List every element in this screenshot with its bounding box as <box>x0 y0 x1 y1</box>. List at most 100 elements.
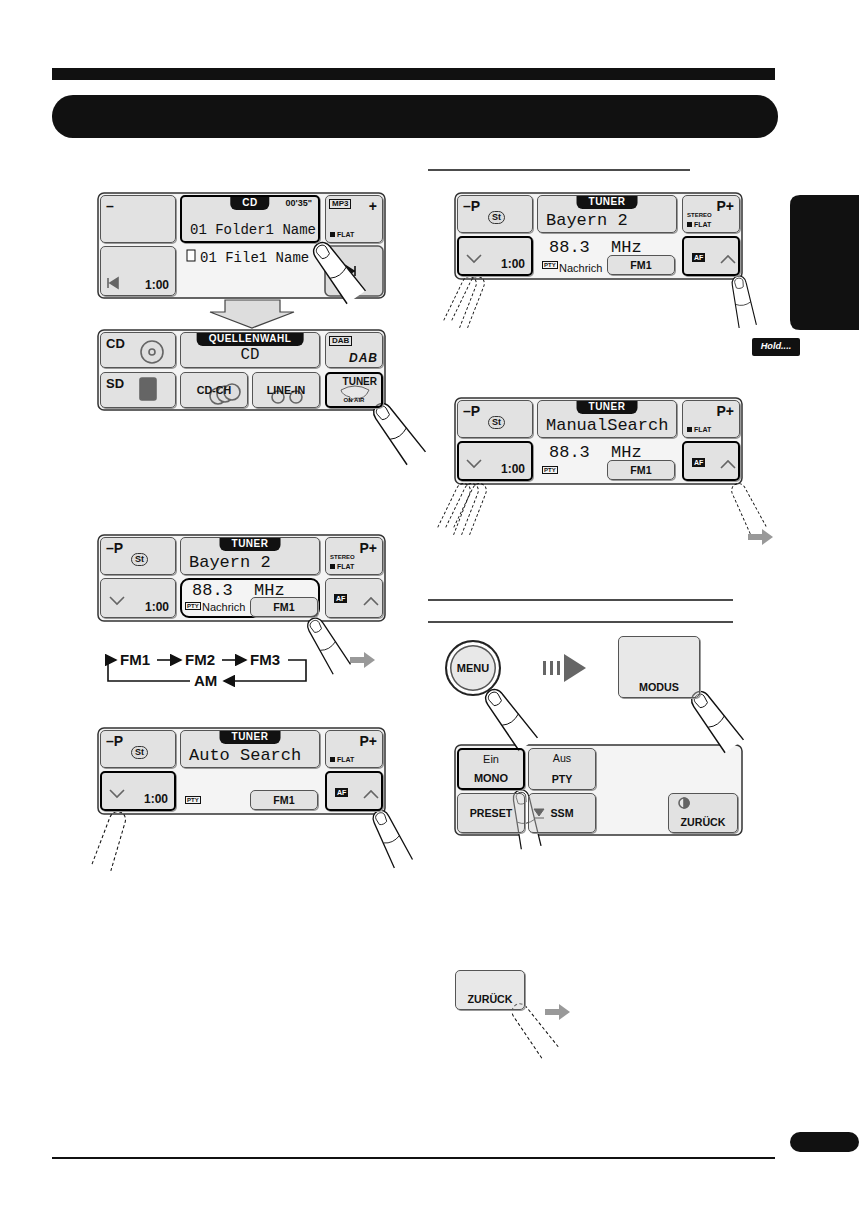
button-label: Nachrich <box>202 602 245 613</box>
screen-button: AF <box>682 441 740 481</box>
button-label: St <box>488 211 505 224</box>
button-label: St <box>131 553 148 566</box>
button-label: QUELLENWAHL <box>197 333 304 346</box>
button-label: CD <box>181 348 319 364</box>
button-label: TUNER <box>577 401 638 414</box>
screen-button: FM1 <box>607 255 675 275</box>
screen-panels <box>98 193 742 835</box>
button-label: TUNER <box>220 731 281 744</box>
screen-button: P+STEREOFLAT <box>682 195 740 233</box>
button-label: ManualSearch <box>546 417 668 434</box>
button-label: 1:00 <box>145 279 169 291</box>
page-frame <box>52 68 859 1158</box>
screen-button: 88.3MHzPTYNachrichFM1 <box>180 578 320 618</box>
screen-button: P+ FLAT <box>325 730 383 768</box>
button-label: STEREO <box>687 212 712 218</box>
button-label: –P <box>463 199 480 213</box>
screen-text: MHz <box>611 239 642 256</box>
screen-button: EinMONO <box>457 748 525 790</box>
button-label: FM1 <box>608 260 674 271</box>
button-label: + <box>369 199 377 213</box>
screen-button: P+FLAT <box>682 400 740 438</box>
button-label: –P <box>106 541 123 555</box>
screen-button: AF <box>682 236 740 276</box>
screen-button: CD00'35"01 Folder1 Name <box>180 195 320 243</box>
screen-button: –P St <box>100 537 176 575</box>
screen-button: ZURÜCK <box>455 970 525 1010</box>
button-label: St <box>131 746 148 759</box>
button-label: 1:00 <box>501 463 525 475</box>
button-label: 88.3 <box>192 582 233 599</box>
screen-button: PRESET <box>457 793 525 833</box>
button-label: SSM <box>529 808 595 819</box>
button-label: PTY <box>185 602 201 610</box>
screen-text: 01 File1 Name <box>200 251 309 265</box>
button-label: FLAT <box>330 756 354 763</box>
screen-button: TUNER ManualSearch <box>537 400 677 438</box>
screen-button: TUNERBayern 2 <box>537 195 677 233</box>
button-label: PTY <box>529 774 595 785</box>
button-label: TUNER <box>343 377 377 387</box>
button-label: P+ <box>359 734 377 748</box>
button-label: 1:00 <box>145 601 169 613</box>
screen-text: FM3 <box>250 652 280 667</box>
screen-text: AM <box>194 673 217 688</box>
button-label: Bayern 2 <box>189 554 271 571</box>
screen-text: 88.3 <box>549 444 590 461</box>
screen-text: FM2 <box>185 652 215 667</box>
button-label: ZURÜCK <box>456 994 524 1005</box>
screen-icons <box>108 246 735 818</box>
button-label: AF <box>334 594 347 603</box>
button-label: Ein <box>459 754 523 765</box>
screen-text: PTY <box>542 466 558 474</box>
screen-text: Nachrich <box>559 263 602 274</box>
button-label: CD <box>106 337 125 350</box>
button-label: 1:00 <box>501 258 525 270</box>
screen-button: FM1 <box>250 597 318 617</box>
screen-button: Hold.... <box>752 338 800 356</box>
screen-button: P+STEREOFLAT <box>325 537 383 575</box>
screen-button: –P St <box>100 730 176 768</box>
button-label: Aus <box>529 753 595 764</box>
button-label: STEREO <box>330 554 355 560</box>
screen-button: –P St <box>457 195 533 233</box>
button-label: LINE-IN <box>253 385 319 396</box>
screen-button: FM1 <box>250 790 318 810</box>
button-label: PRESET <box>458 808 524 819</box>
button-label: P+ <box>716 404 734 418</box>
screen-button: TUNERBayern 2 <box>180 537 320 575</box>
button-label: 1:00 <box>144 793 168 805</box>
pointing-fingers <box>92 237 766 1058</box>
screen-button: LINE-IN <box>252 372 320 408</box>
button-label: 00'35" <box>286 199 312 208</box>
button-label: MP3 <box>329 199 351 209</box>
screen-button: MENU <box>445 640 501 696</box>
button-label: AF <box>692 253 705 262</box>
button-label: FLAT <box>330 231 354 238</box>
screen-button: 1:00 <box>100 578 176 618</box>
button-label: AF <box>692 458 705 467</box>
button-label: –P <box>463 404 480 418</box>
button-label: MENU <box>447 663 499 674</box>
screen-button: CD-CH <box>180 372 248 408</box>
screen-button: MODUS <box>618 636 700 698</box>
button-label: St <box>488 416 505 429</box>
button-label: – <box>106 199 114 213</box>
screen-button: AusPTY <box>528 748 596 790</box>
button-label: P+ <box>716 199 734 213</box>
screen-button: 1:00 <box>100 771 176 811</box>
button-label: MONO <box>459 773 523 784</box>
button-label: DAB <box>349 352 378 364</box>
screen-button: TUNERON AIR <box>325 372 383 408</box>
button-label: –P <box>106 734 123 748</box>
screen-button: 1:00 <box>457 236 533 276</box>
screen-button: TUNER Auto Search <box>180 730 320 768</box>
button-label: CD-CH <box>181 385 247 396</box>
screen-text: PTY <box>185 796 201 804</box>
screen-button: ZURÜCK <box>668 793 738 833</box>
screen-text: 88.3 <box>549 239 590 256</box>
screen-text: FM1 <box>120 652 150 667</box>
button-label: MODUS <box>619 682 699 693</box>
button-label: Auto Search <box>189 747 301 764</box>
